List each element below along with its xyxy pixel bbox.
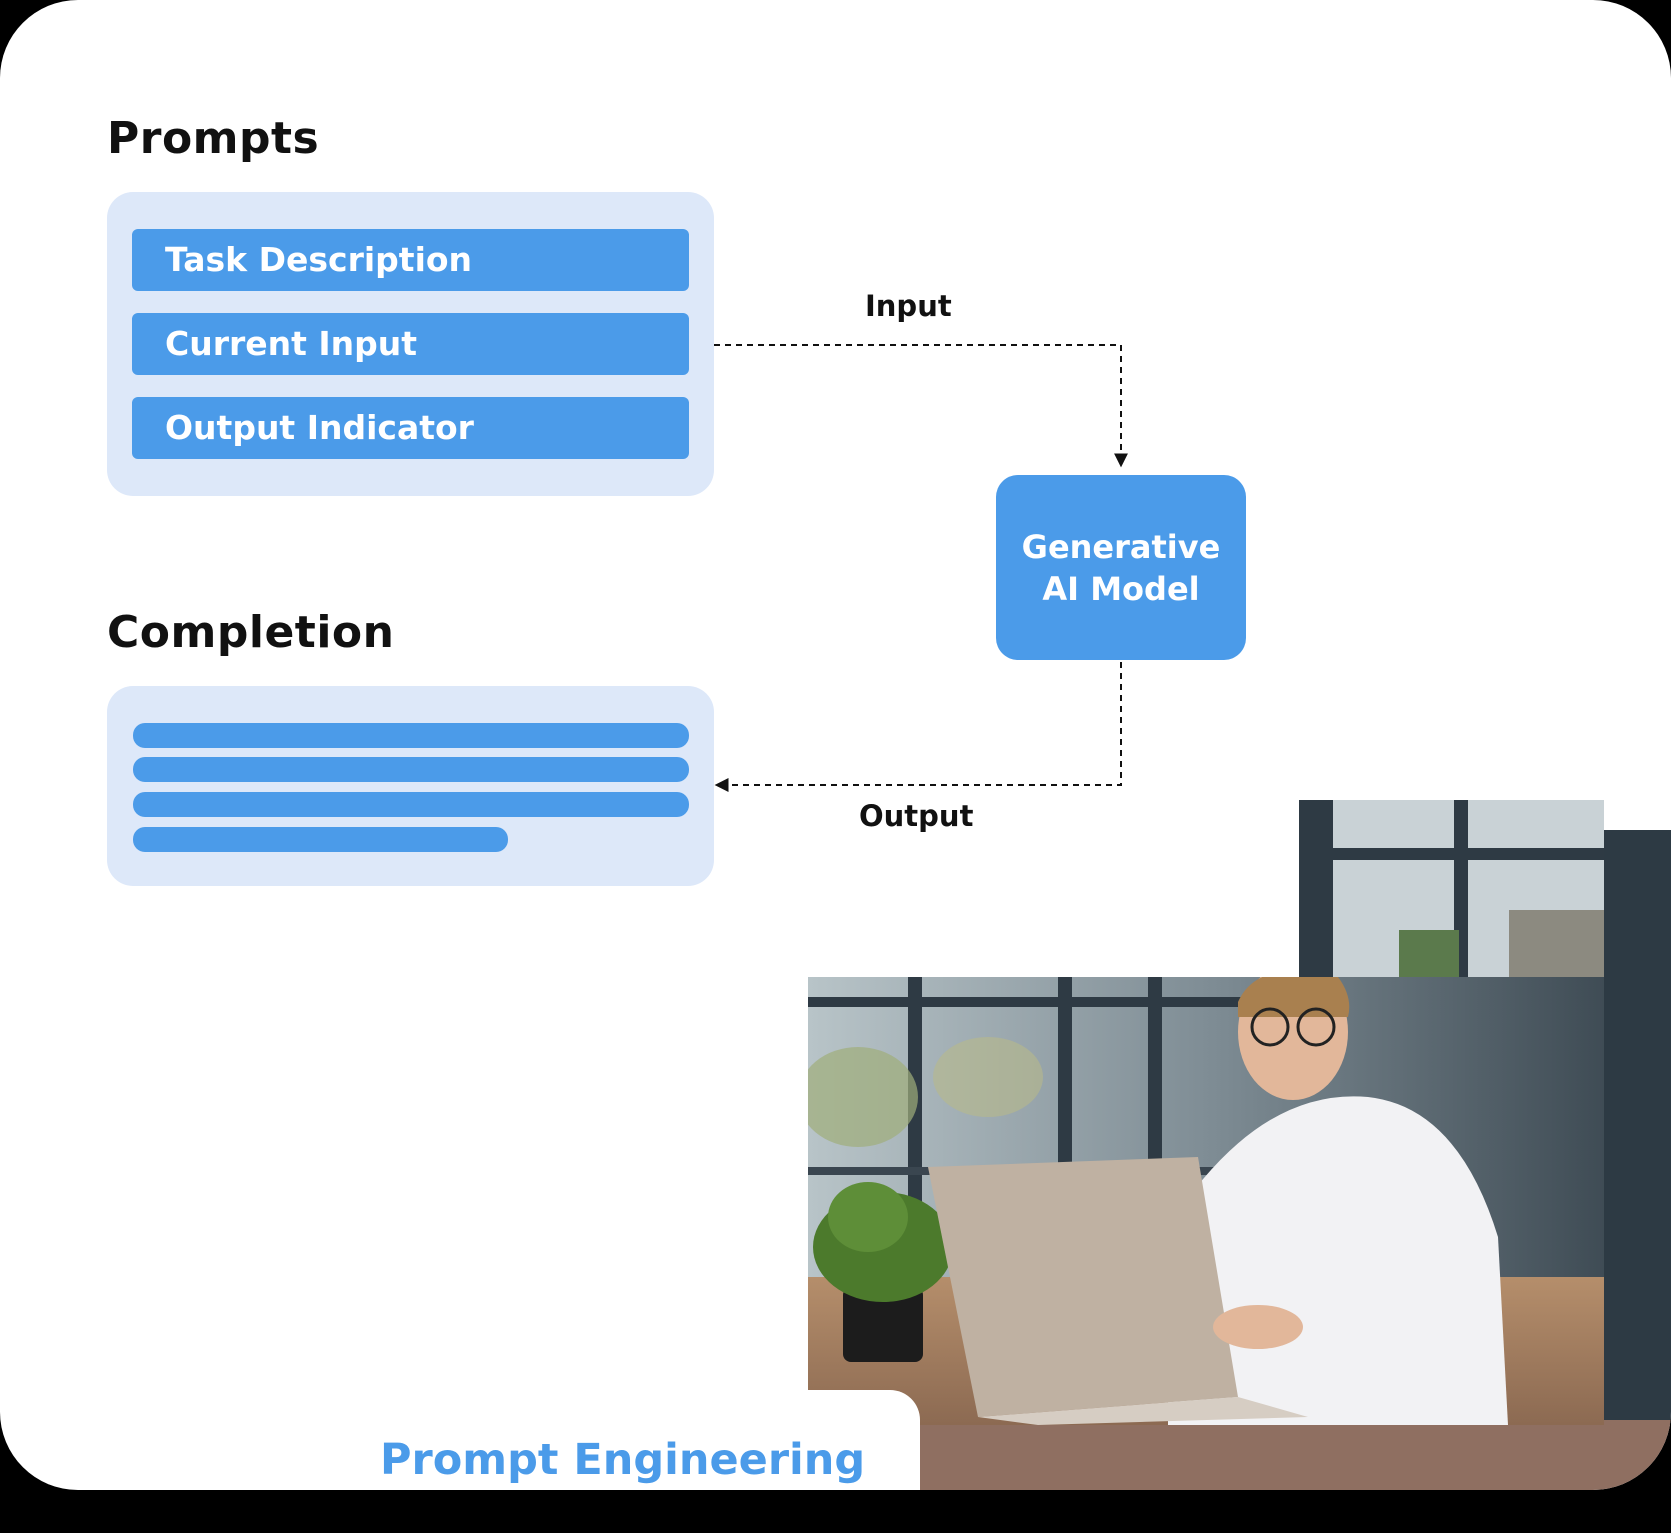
man-typing-laptop-image: [808, 977, 1604, 1425]
model-label-line1: Generative: [1021, 527, 1221, 566]
prompt-item-current-input: Current Input: [132, 313, 689, 375]
output-label: Output: [859, 799, 974, 833]
prompt-item-task-description: Task Description: [132, 229, 689, 291]
completion-line: [133, 723, 689, 748]
office-window-image: [1299, 800, 1604, 980]
completion-line: [133, 827, 508, 852]
output-arrow: [714, 662, 1122, 792]
completion-panel: [107, 686, 714, 886]
input-arrow: [714, 344, 1128, 468]
photo-main: [808, 977, 1604, 1425]
flow-connectors: [714, 344, 1128, 792]
generative-ai-model-box: Generative AI Model: [996, 475, 1246, 660]
completion-line: [133, 792, 689, 817]
input-label: Input: [865, 289, 952, 323]
diagram-card: Prompts Task Description Current Input O…: [0, 0, 1671, 1490]
photo-bottom-left-mask: [808, 1390, 920, 1490]
prompts-heading: Prompts: [107, 113, 320, 164]
caption-title: Prompt Engineering: [380, 1435, 866, 1485]
prompts-panel: Task Description Current Input Output In…: [107, 192, 714, 496]
photo-bottom-extension: [920, 1420, 1671, 1490]
model-label-line2: AI Model: [1042, 569, 1200, 608]
prompt-item-output-indicator: Output Indicator: [132, 397, 689, 459]
completion-line: [133, 757, 689, 782]
photo-upper-window: [1299, 800, 1604, 980]
photo-right-strip: [1604, 830, 1671, 1425]
completion-heading: Completion: [107, 607, 395, 658]
